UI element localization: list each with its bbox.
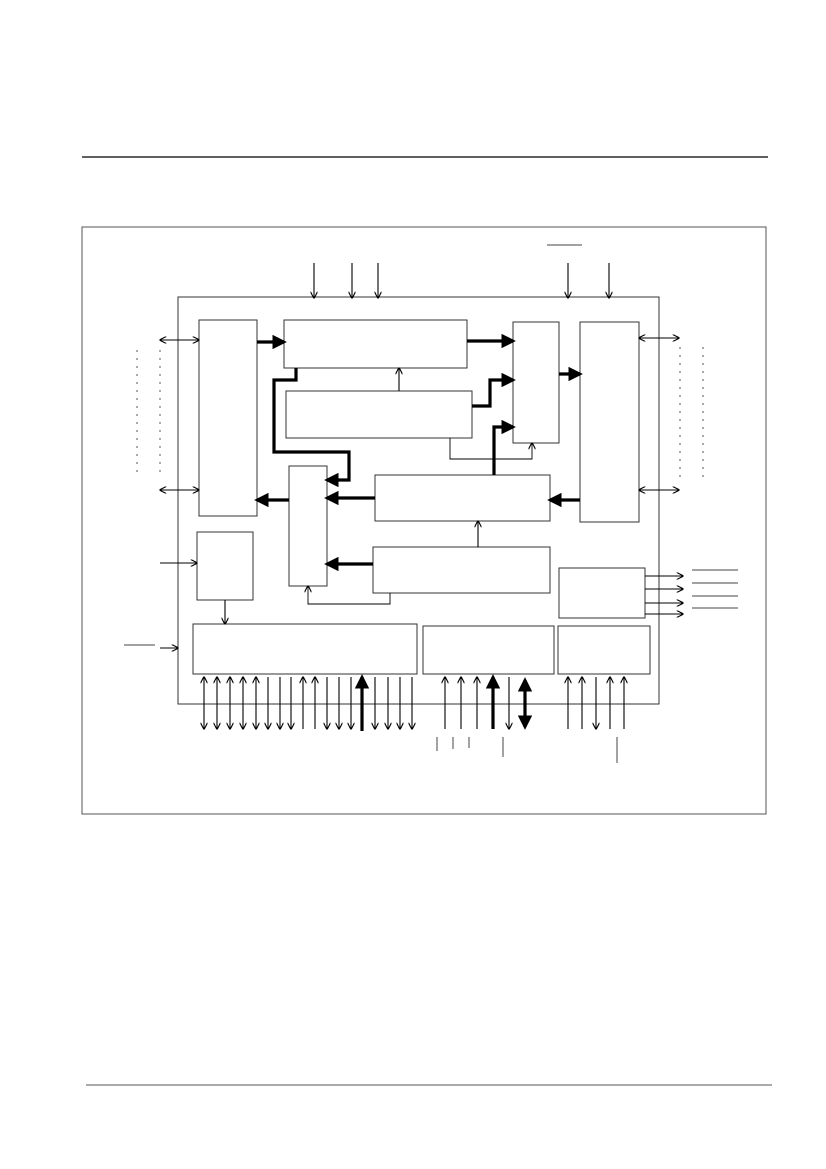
left-io-block: [198, 319, 258, 517]
top-center-block: [283, 319, 468, 369]
bottom-right-block: [557, 625, 651, 675]
middle-block: [374, 474, 551, 522]
mux-block: [512, 321, 560, 444]
small-left-block: [196, 531, 254, 601]
thin-arrows: [160, 263, 683, 648]
right-small-block: [558, 567, 646, 619]
chip-outline: [177, 296, 660, 705]
dot-leaders: [136, 347, 704, 478]
bottom-middle-block: [422, 625, 555, 675]
center-vertical-block: [288, 465, 328, 587]
second-center-block: [285, 390, 473, 439]
bottom-left-block: [192, 623, 418, 675]
blocks: [192, 319, 651, 675]
lower-middle-block: [372, 546, 551, 594]
bottom-right-pins: [445, 677, 624, 729]
signal-stubs: [124, 244, 738, 763]
bold-buses: [254, 333, 583, 731]
right-io-block: [579, 321, 640, 523]
figure-frame: [81, 226, 767, 815]
bottom-left-pins: [204, 677, 412, 729]
